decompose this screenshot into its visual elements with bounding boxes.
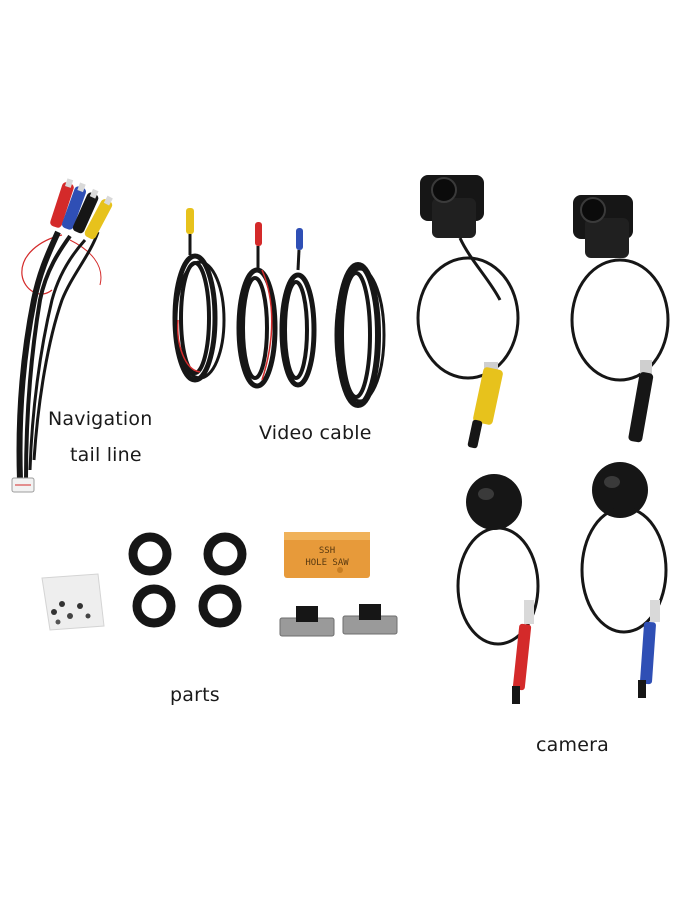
parts-label: parts [170, 684, 220, 706]
camera-lower-left [456, 474, 540, 704]
video-cable-label: Video cable [259, 422, 372, 444]
video-cable-coils [172, 208, 386, 408]
camera-upper-right [570, 195, 670, 443]
camera-label: camera [536, 734, 609, 756]
rubber-grommets [128, 532, 247, 628]
navigation-label-line2: tail line [70, 444, 142, 466]
camera-upper-left [416, 175, 520, 449]
hole-saw-box: SSH HOLE SAW [284, 532, 370, 578]
screws-bag [41, 573, 105, 631]
camera-lower-right [580, 462, 668, 698]
box-text-line1: SSH [319, 546, 335, 556]
navigation-label-line1: Navigation [48, 408, 153, 430]
navigation-tail-line-harness [11, 178, 113, 493]
box-text-line2: HOLE SAW [305, 558, 349, 568]
metal-brackets [279, 604, 398, 637]
